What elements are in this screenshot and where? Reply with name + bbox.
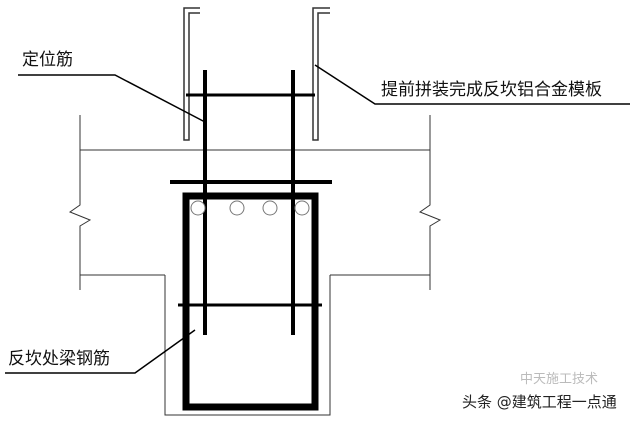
leader-beam-rebar (5, 329, 196, 374)
left-break-line (68, 115, 92, 290)
right-break-line (418, 115, 442, 290)
bar-circle (229, 200, 245, 216)
watermark-source: 中天施工技术 (520, 372, 599, 387)
slab-outline (68, 115, 442, 416)
bar-circle (262, 200, 278, 216)
label-formwork: 提前拼装完成反坎铝合金模板 (381, 80, 602, 100)
label-beam-rebar: 反坎处梁钢筋 (8, 349, 110, 369)
formwork-left (183, 7, 200, 141)
leader-positioning-bar (18, 74, 206, 123)
formwork-right (312, 7, 330, 141)
watermark-credit: 头条 @建筑工程一点通 (462, 393, 617, 411)
longitudinal-bars (190, 200, 310, 216)
leader-lines (5, 64, 630, 374)
bar-circle (294, 200, 310, 216)
label-positioning-bar: 定位筋 (22, 50, 73, 70)
bar-circle (190, 200, 206, 216)
leader-formwork (314, 64, 630, 105)
beam-outline (164, 275, 331, 416)
stirrup (182, 192, 319, 411)
aluminum-formwork (183, 7, 330, 141)
